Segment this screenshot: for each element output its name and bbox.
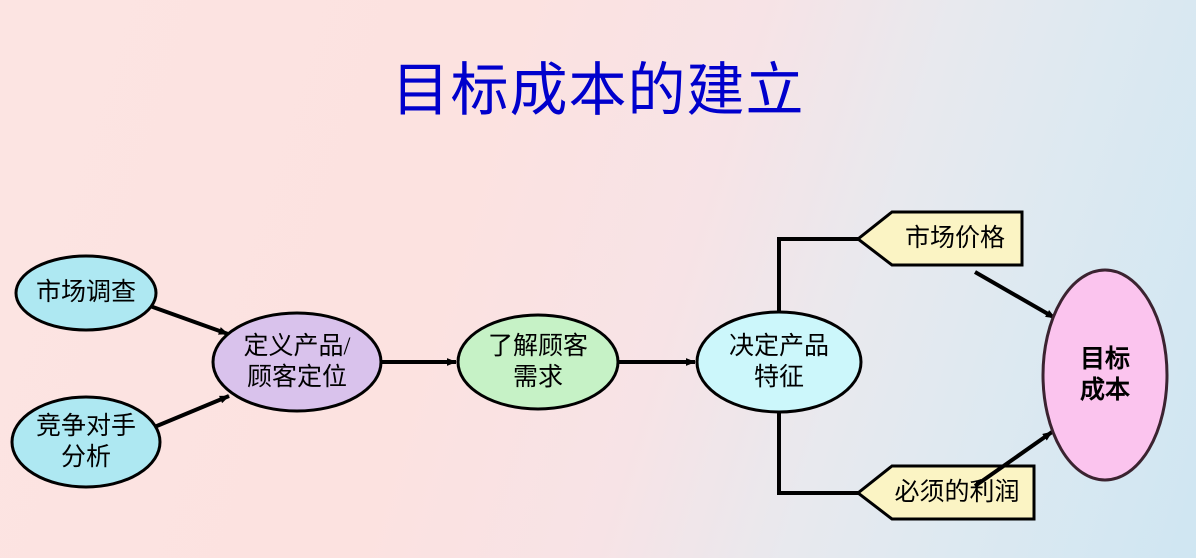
node-product-features	[695, 310, 863, 414]
node-required-profit	[855, 464, 1036, 521]
node-understand-demand	[456, 313, 620, 411]
node-define-product	[211, 311, 383, 413]
edge-profit-to-target	[973, 430, 1054, 488]
edge-features-to-profit	[777, 410, 862, 495]
edge-price-to-target	[974, 270, 1056, 320]
edge-research-to-define	[149, 304, 229, 336]
node-market-price	[855, 210, 1024, 267]
page-title: 目标成本的建立	[391, 58, 805, 123]
node-target-cost	[1041, 268, 1169, 482]
node-competitor-analysis	[10, 395, 162, 489]
edge-competitor-to-define	[151, 394, 230, 430]
node-market-research	[14, 254, 158, 332]
edge-features-to-price	[777, 237, 862, 314]
